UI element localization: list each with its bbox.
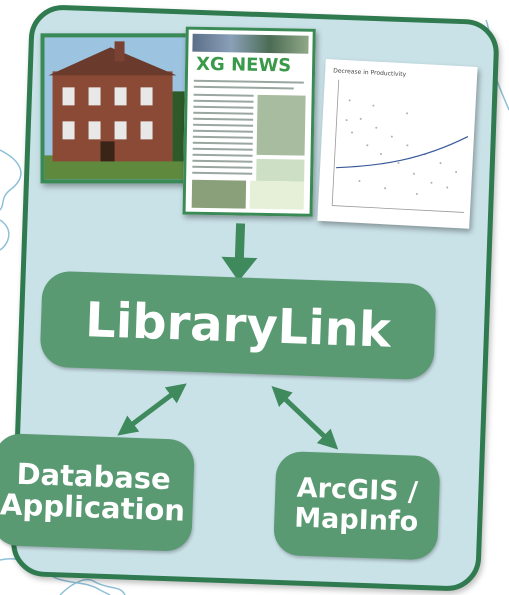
diagram-panel-wrapper: XG NEWS Decrease in Productivity [0, 3, 500, 593]
librarylink-node: LibraryLink [39, 270, 437, 381]
librarylink-label: LibraryLink [84, 292, 392, 359]
arrow-librarylink-database [117, 383, 187, 436]
house-photo [40, 33, 211, 184]
graph-plot [331, 79, 469, 213]
arcgis-mapinfo-node: ArcGIS / MapInfo [273, 450, 441, 561]
diagram-arrows [117, 223, 339, 450]
arrow-librarylink-arcgis [271, 385, 339, 450]
database-application-node: Database Application [0, 433, 196, 552]
house-photo-illustration [44, 37, 207, 180]
arcgis-label-line2: MapInfo [293, 502, 419, 538]
database-label-line2: Application [0, 487, 186, 528]
arrow-documents-to-librarylink [221, 223, 258, 282]
graph-document: Decrease in Productivity [317, 59, 478, 229]
